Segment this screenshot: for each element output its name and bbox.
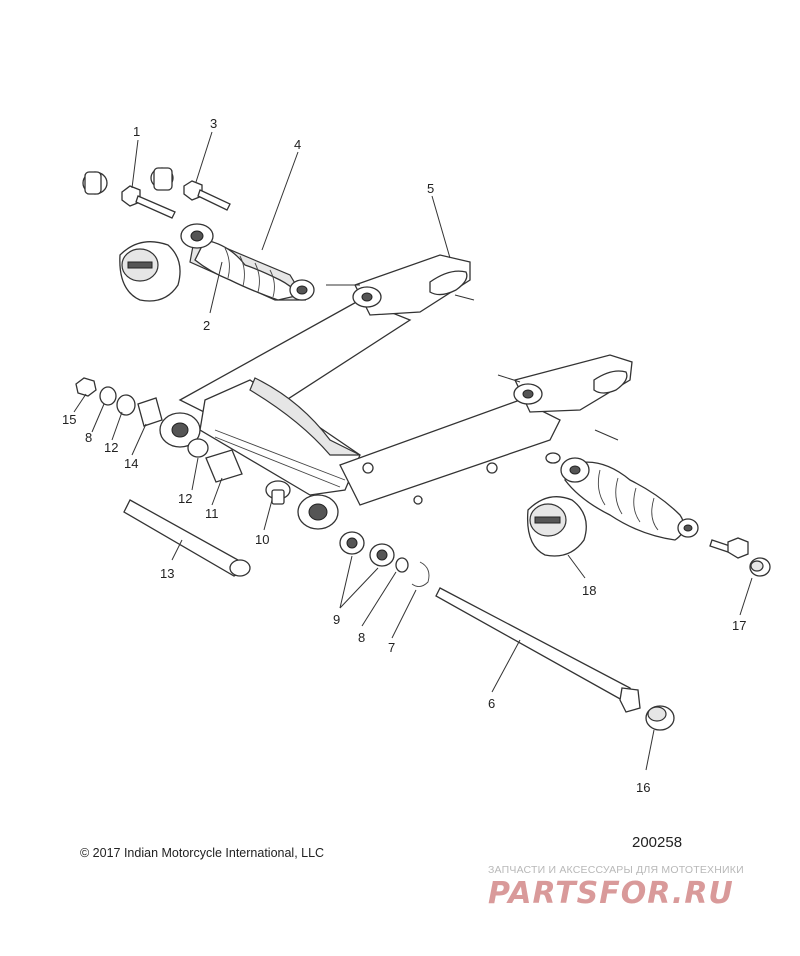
callout-14: 14 — [124, 456, 138, 471]
watermark-tagline: ЗАПЧАСТИ И АКСЕССУАРЫ ДЛЯ МОТОТЕХНИКИ — [488, 864, 744, 876]
callout-6: 6 — [488, 696, 495, 711]
callout-9: 9 — [333, 612, 340, 627]
callout-3: 3 — [210, 116, 217, 131]
callout-12-left: 12 — [104, 440, 118, 455]
left-pivot-hardware — [75, 377, 291, 577]
lower-hardware — [709, 537, 771, 577]
swingarm — [159, 254, 633, 530]
callout-2: 2 — [203, 318, 210, 333]
diagram-number: 200258 — [632, 834, 683, 851]
upper-hardware — [82, 167, 231, 219]
callout-16: 16 — [636, 780, 650, 795]
upper-shock-boot — [119, 241, 181, 302]
right-pivot-hardware — [339, 531, 675, 731]
callout-15: 15 — [62, 412, 76, 427]
leader-lines — [73, 131, 753, 771]
callout-8-right: 8 — [358, 630, 365, 645]
callout-7: 7 — [388, 640, 395, 655]
callout-5: 5 — [427, 181, 434, 196]
upper-shock-absorber — [180, 223, 315, 301]
callout-17: 17 — [732, 618, 746, 633]
copyright-notice: © 2017 Indian Motorcycle International, … — [80, 846, 325, 860]
callout-12-lower: 12 — [178, 491, 192, 506]
watermark-logo: PARTSFOR.RU — [488, 876, 734, 911]
callout-10: 10 — [255, 532, 269, 547]
callout-11: 11 — [205, 506, 219, 521]
callout-13: 13 — [160, 566, 174, 581]
callout-8-left: 8 — [85, 430, 92, 445]
lower-shock-boot — [526, 496, 587, 557]
callout-1: 1 — [133, 124, 140, 139]
lower-shock-absorber — [545, 452, 699, 541]
callout-18: 18 — [582, 583, 596, 598]
callout-labels: 1 2 3 4 5 6 7 8 8 9 10 11 12 12 13 14 15… — [62, 116, 746, 795]
callout-4: 4 — [294, 137, 301, 152]
